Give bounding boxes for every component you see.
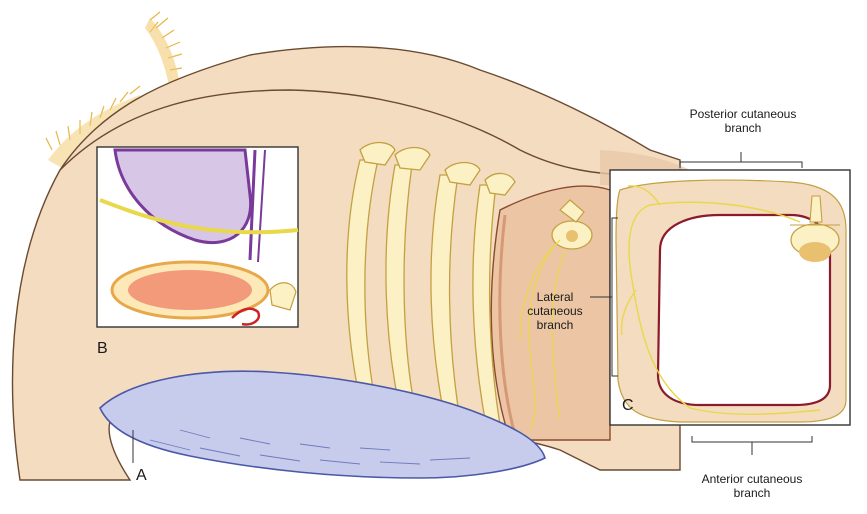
chest-wall-cut	[490, 185, 611, 441]
bone-marrow	[128, 270, 252, 310]
cross-section-nerves	[620, 185, 821, 415]
purple-vessel-large	[113, 148, 253, 245]
posterior-label-line-2: branch	[724, 121, 762, 135]
anterior-label-line-2: branch	[733, 486, 771, 500]
chest-wall-nerves	[519, 239, 566, 431]
posterior-label-line-1: Posterior cutaneous	[689, 107, 797, 121]
lateral-label-line-2: cutaneous	[527, 304, 583, 318]
anterior-bracket	[691, 436, 813, 455]
rib-head-3	[444, 161, 481, 186]
posterior-bracket	[679, 152, 803, 168]
rib-head-2	[394, 146, 431, 171]
needle-shadow	[257, 149, 266, 263]
panel-label-b: B	[97, 340, 108, 357]
intercostal-artery	[231, 307, 261, 326]
nerve-band	[99, 198, 299, 235]
vertebra-cross-section-icon	[790, 195, 840, 262]
lateral-label-line-3: branch	[536, 318, 574, 332]
panel-label-c: C	[622, 397, 634, 414]
pleura-edge	[498, 214, 517, 436]
vertebra-icon	[551, 199, 593, 250]
needle	[248, 149, 257, 261]
axillary-hair-patch	[145, 18, 180, 90]
arm-contour	[59, 89, 641, 176]
adjacent-rib	[269, 282, 297, 311]
breast	[99, 370, 546, 479]
ribs	[346, 141, 516, 426]
lateral-bracket	[590, 217, 618, 377]
annotation-brackets	[132, 152, 813, 463]
panel-label-a: A	[136, 467, 147, 484]
anterior-cutaneous-label: Anterior cutaneous branch	[672, 472, 832, 500]
inset-c	[609, 169, 851, 426]
breast-hatching	[149, 429, 471, 465]
rib-head-4	[484, 172, 516, 196]
armpit-hair	[45, 11, 183, 151]
posterior-cutaneous-label: Posterior cutaneous branch	[663, 107, 823, 135]
inset-b	[96, 146, 299, 328]
lateral-cutaneous-label: Lateral cutaneous branch	[520, 290, 590, 332]
rib-head-1	[359, 141, 396, 166]
lateral-label-line-1: Lateral	[536, 290, 574, 304]
anterior-label-line-1: Anterior cutaneous	[701, 472, 803, 486]
